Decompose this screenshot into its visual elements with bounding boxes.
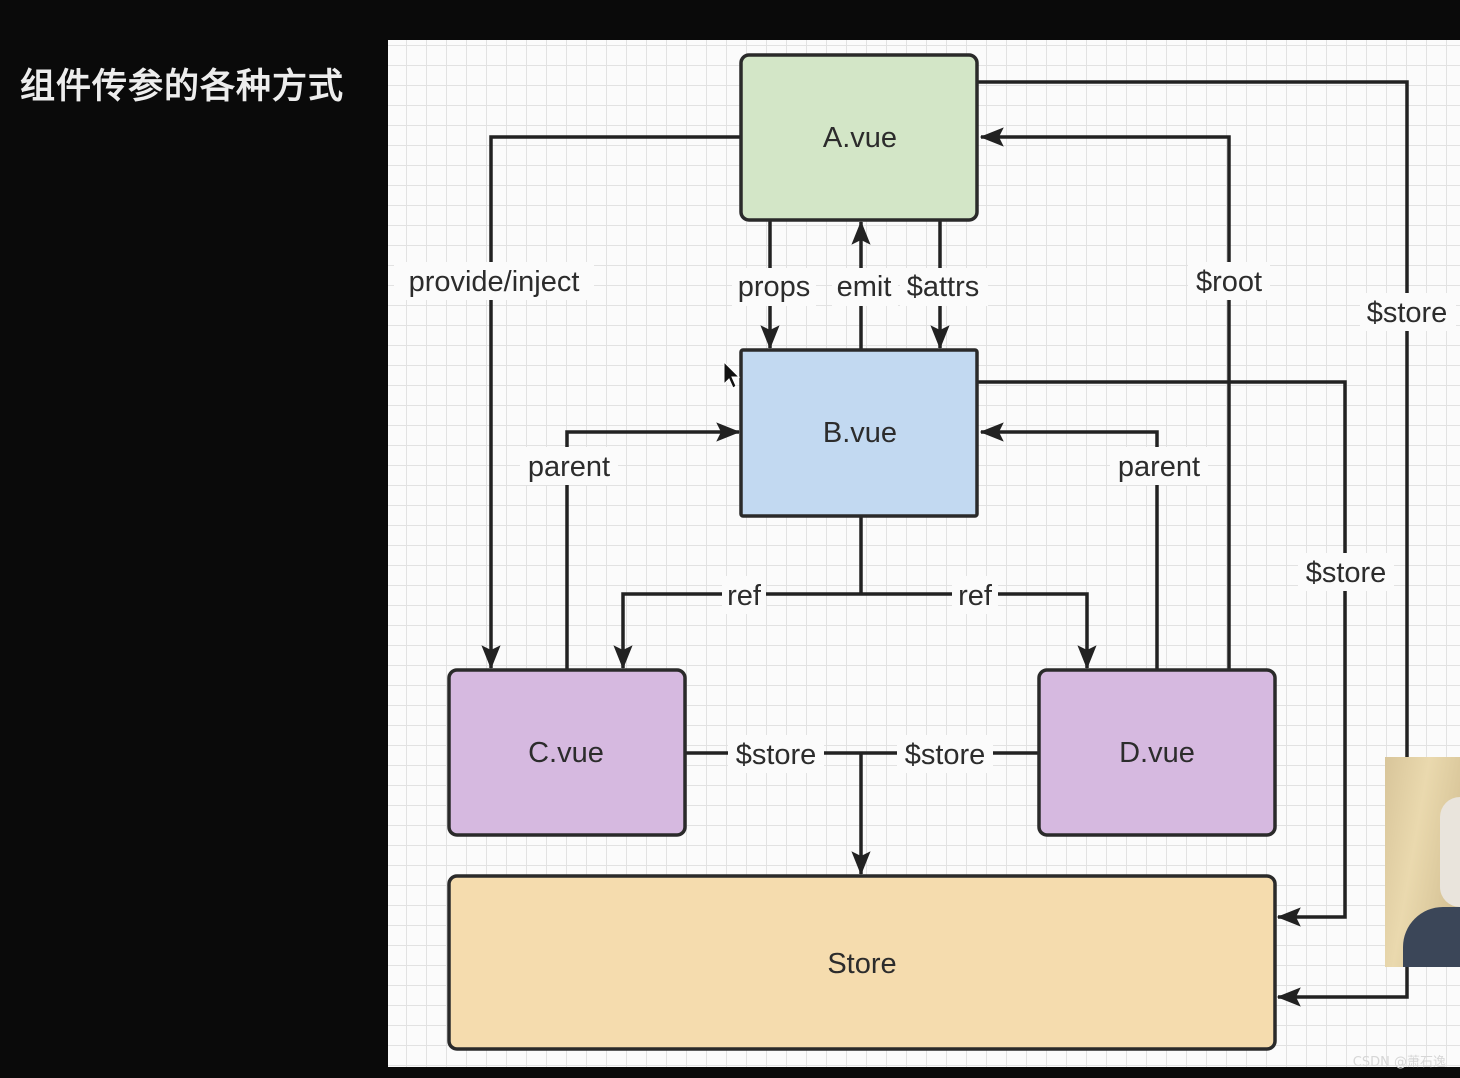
page-title: 组件传参的各种方式 bbox=[20, 67, 345, 107]
edge-parent-d bbox=[979, 422, 1159, 670]
edge-parent-c bbox=[565, 422, 741, 670]
node-c-vue bbox=[447, 668, 687, 837]
node-b-vue bbox=[739, 348, 979, 518]
edge-label-store-c: $store bbox=[736, 739, 817, 771]
edge-label-provide-inject: provide/inject bbox=[409, 266, 580, 298]
edge-label-store-d: $store bbox=[905, 739, 986, 771]
edge-label-props: props bbox=[738, 271, 811, 303]
edge-root bbox=[979, 127, 1231, 670]
edge-store-a bbox=[977, 80, 1409, 1007]
node-c-label: C.vue bbox=[528, 737, 604, 769]
edge-label-attrs: $attrs bbox=[907, 271, 980, 303]
node-store bbox=[447, 874, 1277, 1051]
edge-label-store-a: $store bbox=[1367, 297, 1448, 329]
edge-label-ref-d: ref bbox=[958, 580, 993, 612]
edge-ref-c bbox=[613, 592, 861, 670]
edge-store-b bbox=[977, 380, 1347, 927]
node-store-label: Store bbox=[827, 948, 896, 980]
diagram-canvas: provide/inject props emit $attrs $root $… bbox=[388, 40, 1460, 1067]
edge-label-root: $root bbox=[1196, 266, 1262, 298]
edge-provide-inject bbox=[481, 135, 741, 670]
presenter-shoulder bbox=[1403, 907, 1460, 967]
edge-label-parent-c: parent bbox=[528, 451, 610, 483]
edge-label-parent-d: parent bbox=[1118, 451, 1200, 483]
mouse-cursor-icon bbox=[723, 360, 741, 389]
node-d-label: D.vue bbox=[1119, 737, 1195, 769]
node-a-vue bbox=[739, 53, 979, 222]
node-a-label: A.vue bbox=[823, 122, 897, 154]
presenter-face bbox=[1440, 797, 1460, 907]
node-b-label: B.vue bbox=[823, 417, 897, 449]
edge-label-ref-c: ref bbox=[727, 580, 762, 612]
webcam-overlay bbox=[1385, 757, 1460, 967]
edge-label-emit: emit bbox=[837, 271, 892, 303]
edge-ref-d bbox=[861, 592, 1097, 670]
node-d-vue bbox=[1037, 668, 1277, 837]
watermark: CSDN @萧石逸 bbox=[1352, 1055, 1446, 1070]
edge-label-store-b: $store bbox=[1306, 557, 1387, 589]
diagram-svg: provide/inject props emit $attrs $root $… bbox=[394, 53, 1456, 1051]
